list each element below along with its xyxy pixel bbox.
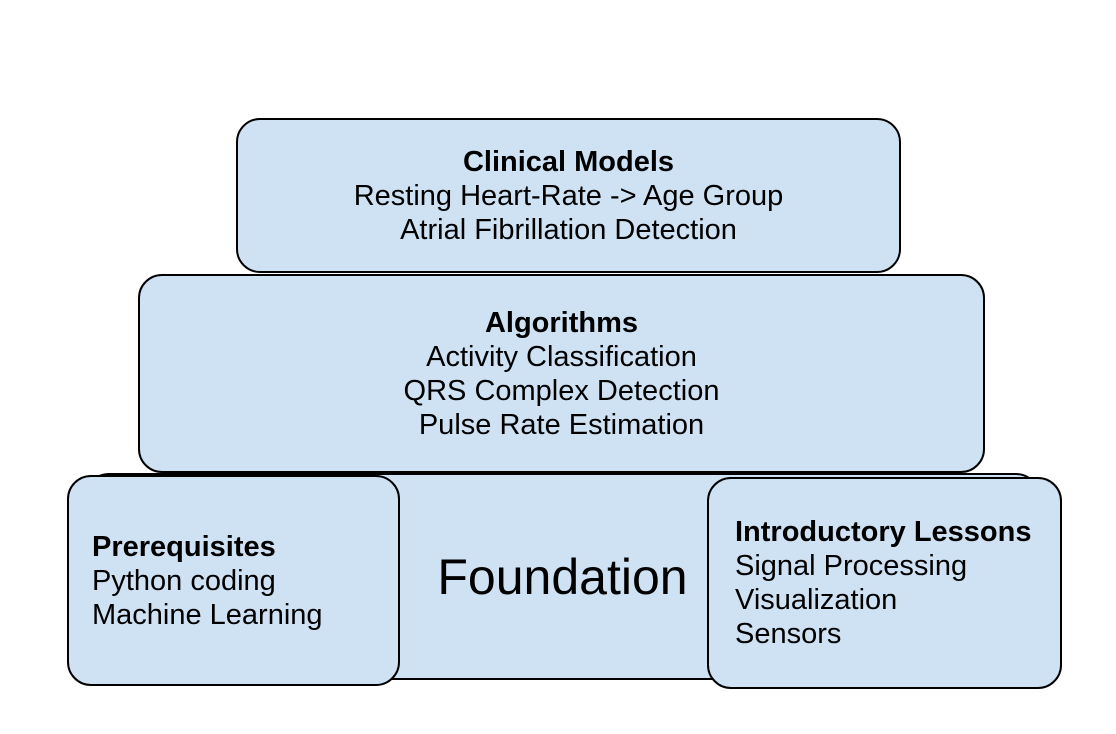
introductory-lessons-item: Sensors bbox=[735, 618, 842, 650]
clinical-models-box: Clinical Models Resting Heart-Rate -> Ag… bbox=[236, 118, 901, 273]
prerequisites-box: Prerequisites Python coding Machine Lear… bbox=[67, 475, 400, 686]
prerequisites-item: Machine Learning bbox=[92, 598, 323, 631]
clinical-models-title: Clinical Models bbox=[462, 145, 675, 178]
introductory-lessons-item: Visualization bbox=[735, 584, 898, 616]
foundation-label: Foundation bbox=[437, 548, 688, 605]
algorithms-item: Pulse Rate Estimation bbox=[418, 408, 705, 441]
algorithms-box: Algorithms Activity Classification QRS C… bbox=[138, 274, 985, 473]
algorithms-item: Activity Classification bbox=[426, 340, 697, 373]
algorithms-item: QRS Complex Detection bbox=[403, 374, 720, 407]
introductory-lessons-title: Introductory Lessons bbox=[735, 516, 1032, 548]
prerequisites-title: Prerequisites bbox=[92, 530, 276, 563]
clinical-models-item: Atrial Fibrillation Detection bbox=[400, 213, 737, 246]
introductory-lessons-item: Signal Processing bbox=[735, 550, 968, 582]
algorithms-title: Algorithms bbox=[484, 306, 639, 339]
clinical-models-item: Resting Heart-Rate -> Age Group bbox=[353, 179, 784, 212]
prerequisites-item: Python coding bbox=[92, 564, 276, 597]
introductory-lessons-box: Introductory Lessons Signal Processing V… bbox=[707, 477, 1062, 689]
